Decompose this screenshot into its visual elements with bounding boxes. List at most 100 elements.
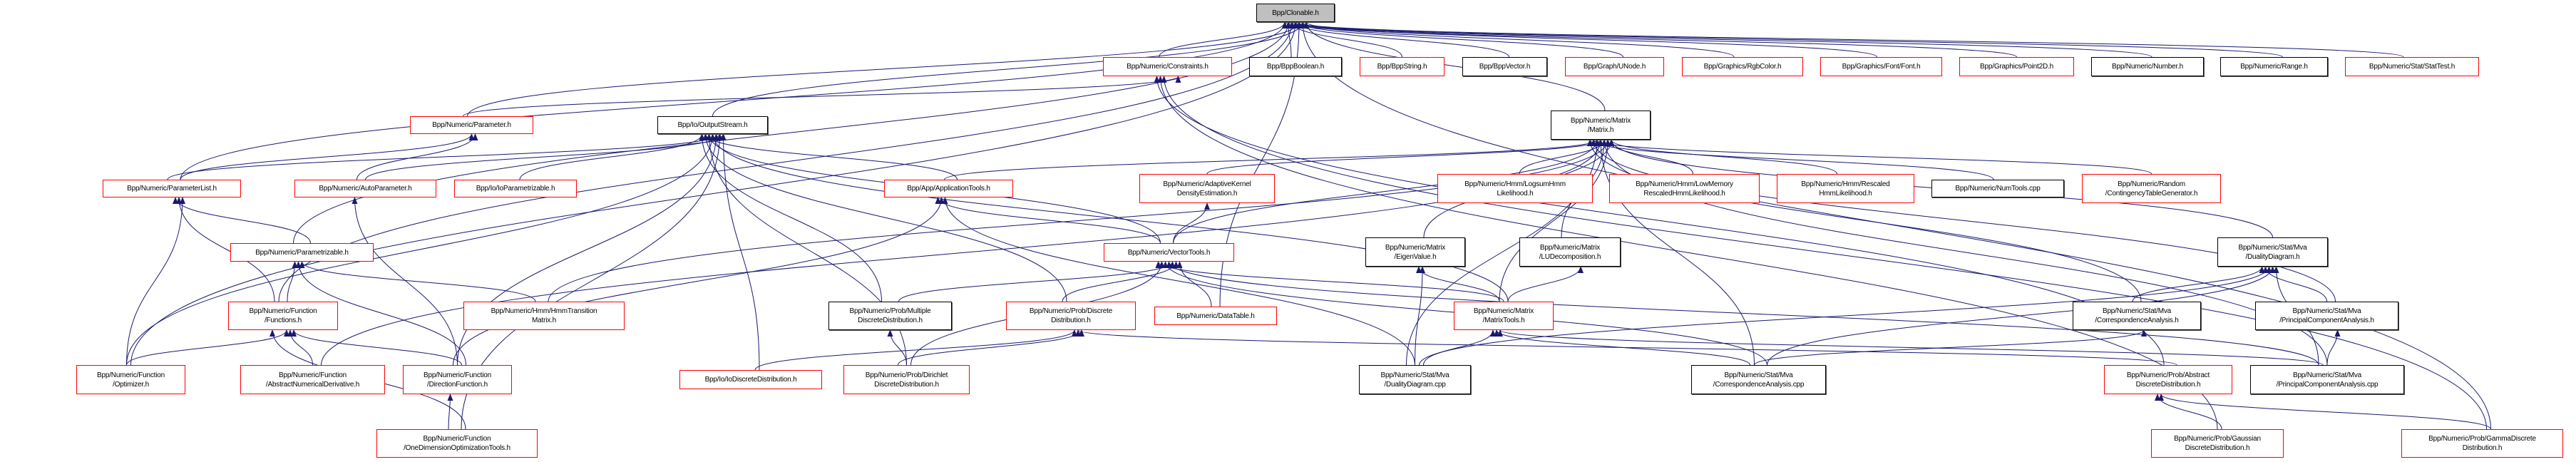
node-label: /EigenValue.h bbox=[1394, 252, 1437, 261]
node-label: Bpp/BppBoolean.h bbox=[1266, 63, 1325, 71]
node-eigenvalue[interactable]: Bpp/Numeric/Matrix/EigenValue.h bbox=[1365, 237, 1465, 267]
node-matrixtools[interactable]: Bpp/Numeric/Matrix/MatrixTools.h bbox=[1454, 302, 1554, 330]
edge-correspondence_cpp-to-matrix bbox=[1598, 139, 1755, 366]
node-abstractnumderiv[interactable]: Bpp/Numeric/Function/AbstractNumericalDe… bbox=[240, 365, 385, 394]
node-label: /DirectionFunction.h bbox=[427, 380, 488, 389]
node-label: RescaledHmmLikelihood.h bbox=[1643, 189, 1725, 197]
node-label: /Optimizer.h bbox=[113, 380, 149, 389]
node-optimizer[interactable]: Bpp/Numeric/Function/Optimizer.h bbox=[76, 365, 185, 394]
node-ioparametrizable[interactable]: Bpp/Io/IoParametrizable.h bbox=[454, 180, 577, 197]
edge-gammadiscrete-to-clonable bbox=[1300, 21, 2491, 430]
node-label: Bpp/Numeric/Prob/Abstract bbox=[2126, 371, 2210, 379]
node-bppboolean[interactable]: Bpp/BppBoolean.h bbox=[1249, 57, 1342, 76]
node-label: Bpp/Clonable.h bbox=[1272, 9, 1319, 17]
node-label: Distribution.h bbox=[1051, 317, 1091, 324]
node-iodiscrete[interactable]: Bpp/Io/IoDiscreteDistribution.h bbox=[679, 370, 822, 389]
node-onedimopt[interactable]: Bpp/Numeric/Function/OneDimensionOptimiz… bbox=[376, 429, 538, 458]
node-clonable[interactable]: Bpp/Clonable.h bbox=[1256, 4, 1335, 22]
node-point2d[interactable]: Bpp/Graphics/Point2D.h bbox=[1959, 57, 2074, 76]
edge-applicationtools-to-outputstream bbox=[702, 133, 958, 180]
edge-pca_cpp-to-matrixtools bbox=[1497, 329, 2324, 366]
node-label: Bpp/Numeric/Range.h bbox=[2240, 63, 2308, 71]
node-vectortools[interactable]: Bpp/Numeric/VectorTools.h bbox=[1104, 243, 1234, 262]
edge-point2d-to-clonable bbox=[1282, 21, 2017, 58]
node-stattest[interactable]: Bpp/Numeric/Stat/StatTest.h bbox=[2345, 57, 2479, 76]
edge-range-to-clonable bbox=[1289, 21, 2283, 58]
node-numtools[interactable]: Bpp/Numeric/NumTools.cpp bbox=[1931, 180, 2064, 197]
node-contingency[interactable]: Bpp/Numeric/Random/ContingencyTableGener… bbox=[2082, 174, 2221, 203]
node-dualitydiagram-cpp[interactable]: Bpp/Numeric/Stat/Mva/DualityDiagram.cpp bbox=[1359, 365, 1471, 394]
node-label: Bpp/Numeric/Function bbox=[423, 435, 491, 443]
node-pca-h[interactable]: Bpp/Numeric/Stat/Mva/PrincipalComponentA… bbox=[2255, 302, 2398, 330]
node-font[interactable]: Bpp/Graphics/Font/Font.h bbox=[1820, 57, 1942, 76]
edge-stattest-to-clonable bbox=[1293, 21, 2404, 58]
node-label: Bpp/Graphics/Font/Font.h bbox=[1842, 63, 1921, 71]
node-directionfunction[interactable]: Bpp/Numeric/Function/DirectionFunction.h bbox=[403, 365, 512, 394]
edge-iodiscrete-to-outputstream bbox=[720, 133, 760, 371]
edge-dualitydiagram_cpp-to-applicationtools bbox=[942, 197, 1415, 366]
node-label: Bpp/Numeric/Parameter.h bbox=[432, 121, 511, 129]
node-label: Bpp/Numeric/Stat/Mva bbox=[1724, 371, 1793, 379]
node-label: /PrincipalComponentAnalysis.cpp bbox=[2276, 380, 2379, 389]
node-label: /AbstractNumericalDerivative.h bbox=[265, 380, 360, 389]
edge-bppboolean-to-clonable bbox=[1286, 21, 1292, 58]
node-correspondence-cpp[interactable]: Bpp/Numeric/Stat/Mva/CorrespondenceAnaly… bbox=[1691, 365, 1826, 394]
edge-constraints-to-clonable bbox=[1159, 21, 1288, 58]
node-label: /OneDimensionOptimizationTools.h bbox=[404, 444, 510, 452]
node-parametrizable[interactable]: Bpp/Numeric/Parametrizable.h bbox=[230, 243, 374, 262]
node-label: /CorrespondenceAnalysis.h bbox=[2095, 317, 2179, 324]
node-functions[interactable]: Bpp/Numeric/Function/Functions.h bbox=[228, 302, 338, 330]
edge-adaptivekernel-to-matrix bbox=[1206, 139, 1603, 175]
node-label: Bpp/Numeric/Function bbox=[279, 371, 347, 379]
node-unode[interactable]: Bpp/Graph/UNode.h bbox=[1565, 57, 1664, 76]
node-correspondence-h[interactable]: Bpp/Numeric/Stat/Mva/CorrespondenceAnaly… bbox=[2073, 302, 2201, 330]
node-label: Bpp/Numeric/Hmm/HmmTransition bbox=[491, 307, 597, 315]
node-number[interactable]: Bpp/Numeric/Number.h bbox=[2091, 57, 2204, 76]
node-label: Bpp/Numeric/NumTools.cpp bbox=[1955, 185, 2041, 192]
node-bppstring[interactable]: Bpp/BppString.h bbox=[1360, 57, 1444, 76]
edge-correspondence_h-to-matrix bbox=[1587, 139, 2142, 302]
edge-gaussiandiscrete-to-abstractdiscrete bbox=[2155, 394, 2222, 430]
node-label: /Matrix.h bbox=[1587, 125, 1614, 134]
node-label: Bpp/Graph/UNode.h bbox=[1583, 63, 1646, 71]
node-parameter[interactable]: Bpp/Numeric/Parameter.h bbox=[410, 116, 533, 134]
node-parameterlist[interactable]: Bpp/Numeric/ParameterList.h bbox=[103, 180, 241, 197]
node-label: /DualityDiagram.cpp bbox=[1384, 380, 1446, 389]
node-datatable[interactable]: Bpp/Numeric/DataTable.h bbox=[1154, 307, 1277, 325]
node-label: Bpp/BppVector.h bbox=[1479, 63, 1531, 71]
node-range[interactable]: Bpp/Numeric/Range.h bbox=[2220, 57, 2328, 76]
node-dualitydiagram-h[interactable]: Bpp/Numeric/Stat/Mva/DualityDiagram.h bbox=[2217, 237, 2328, 267]
edge-pca_cpp-to-vectortools bbox=[1166, 261, 2319, 366]
node-label: Bpp/Numeric/Parametrizable.h bbox=[255, 248, 349, 257]
node-label: DensityEstimation.h bbox=[1176, 189, 1238, 197]
node-matrix[interactable]: Bpp/Numeric/Matrix/Matrix.h bbox=[1551, 111, 1651, 140]
node-outputstream[interactable]: Bpp/Io/OutputStream.h bbox=[657, 116, 768, 134]
node-constraints[interactable]: Bpp/Numeric/Constraints.h bbox=[1103, 57, 1232, 76]
node-applicationtools[interactable]: Bpp/App/ApplicationTools.h bbox=[884, 180, 1013, 197]
node-ludecomposition[interactable]: Bpp/Numeric/Matrix/LUDecomposition.h bbox=[1519, 237, 1621, 267]
node-rgbcolor[interactable]: Bpp/Graphics/RgbColor.h bbox=[1682, 57, 1803, 76]
edge-optimizer-to-parameterlist bbox=[126, 197, 185, 366]
node-autoparameter[interactable]: Bpp/Numeric/AutoParameter.h bbox=[294, 180, 436, 197]
node-label: Bpp/Numeric/Prob/Discrete bbox=[1029, 307, 1113, 315]
node-label: DiscreteDistribution.h bbox=[2185, 444, 2250, 452]
node-bppvector[interactable]: Bpp/BppVector.h bbox=[1462, 57, 1547, 76]
edge-multiplediscrete-to-vectortools bbox=[898, 261, 1176, 302]
node-label: Bpp/Numeric/Matrix bbox=[1539, 243, 1601, 252]
edge-optimizer-to-outputstream bbox=[126, 133, 716, 366]
edge-gammadiscrete-to-abstractdiscrete bbox=[2158, 394, 2491, 430]
node-pca-cpp[interactable]: Bpp/Numeric/Stat/Mva/PrincipalComponentA… bbox=[2250, 365, 2404, 394]
node-label: Bpp/Numeric/Constraints.h bbox=[1127, 63, 1209, 71]
